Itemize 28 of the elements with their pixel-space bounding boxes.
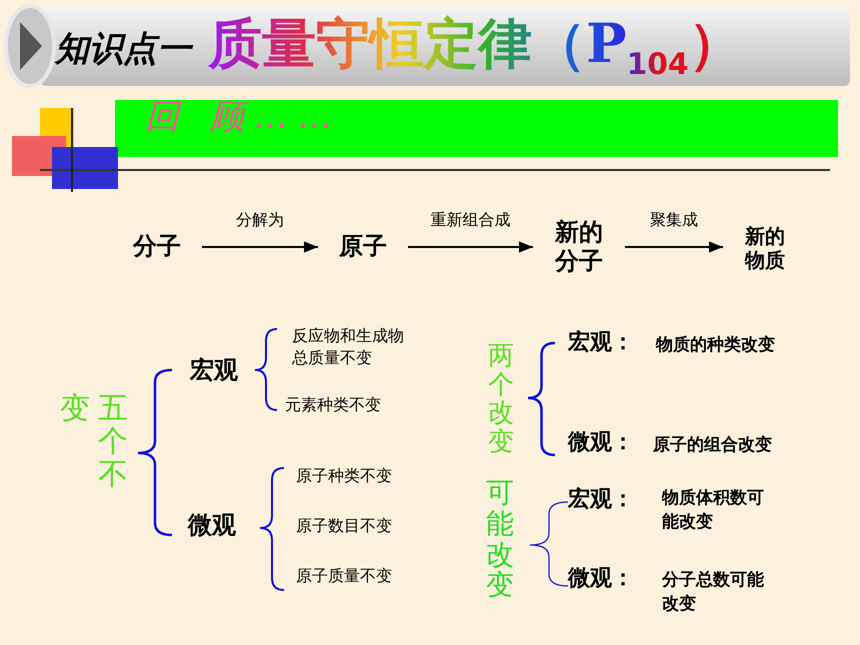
vertical-heading: 可能改变: [486, 478, 514, 602]
section-heading: 知识点一: [55, 30, 191, 70]
vertical-heading: 五个不: [98, 392, 128, 491]
category-heading: 微观：: [568, 430, 634, 456]
node-text: 新的物质: [744, 224, 786, 272]
note-text: 物质体积数可能改变: [662, 487, 765, 534]
note-text: 分子总数可能改变: [662, 569, 765, 616]
node-text: 分子: [133, 232, 181, 260]
arrow: [625, 241, 723, 253]
node-text: 新的分子: [554, 218, 604, 276]
vertical-heading: 两个改变: [488, 342, 514, 456]
category-heading: 微观: [188, 512, 236, 540]
category-heading: 宏观：: [568, 330, 634, 356]
review-heading: 回 顾……: [145, 98, 343, 138]
node-text: 原子: [339, 232, 387, 260]
note-text: 原子种类不变: [296, 467, 392, 486]
note-text: 原子质量不变: [296, 567, 392, 586]
category-heading: 宏观：: [568, 487, 634, 512]
note-text: 原子数目不变: [296, 517, 392, 536]
category-heading: 微观：: [568, 566, 634, 592]
note-text: 反应物和生成物总质量不变: [292, 325, 405, 370]
arrow: [408, 241, 533, 253]
arrow: [202, 241, 318, 253]
vertical-heading: 变: [60, 392, 90, 426]
note-text: 原子的组合改变: [653, 436, 772, 456]
note-text: 元素种类不变: [285, 396, 381, 414]
category-heading: 宏观: [190, 357, 238, 385]
note-text: 物质的种类改变: [656, 336, 775, 356]
